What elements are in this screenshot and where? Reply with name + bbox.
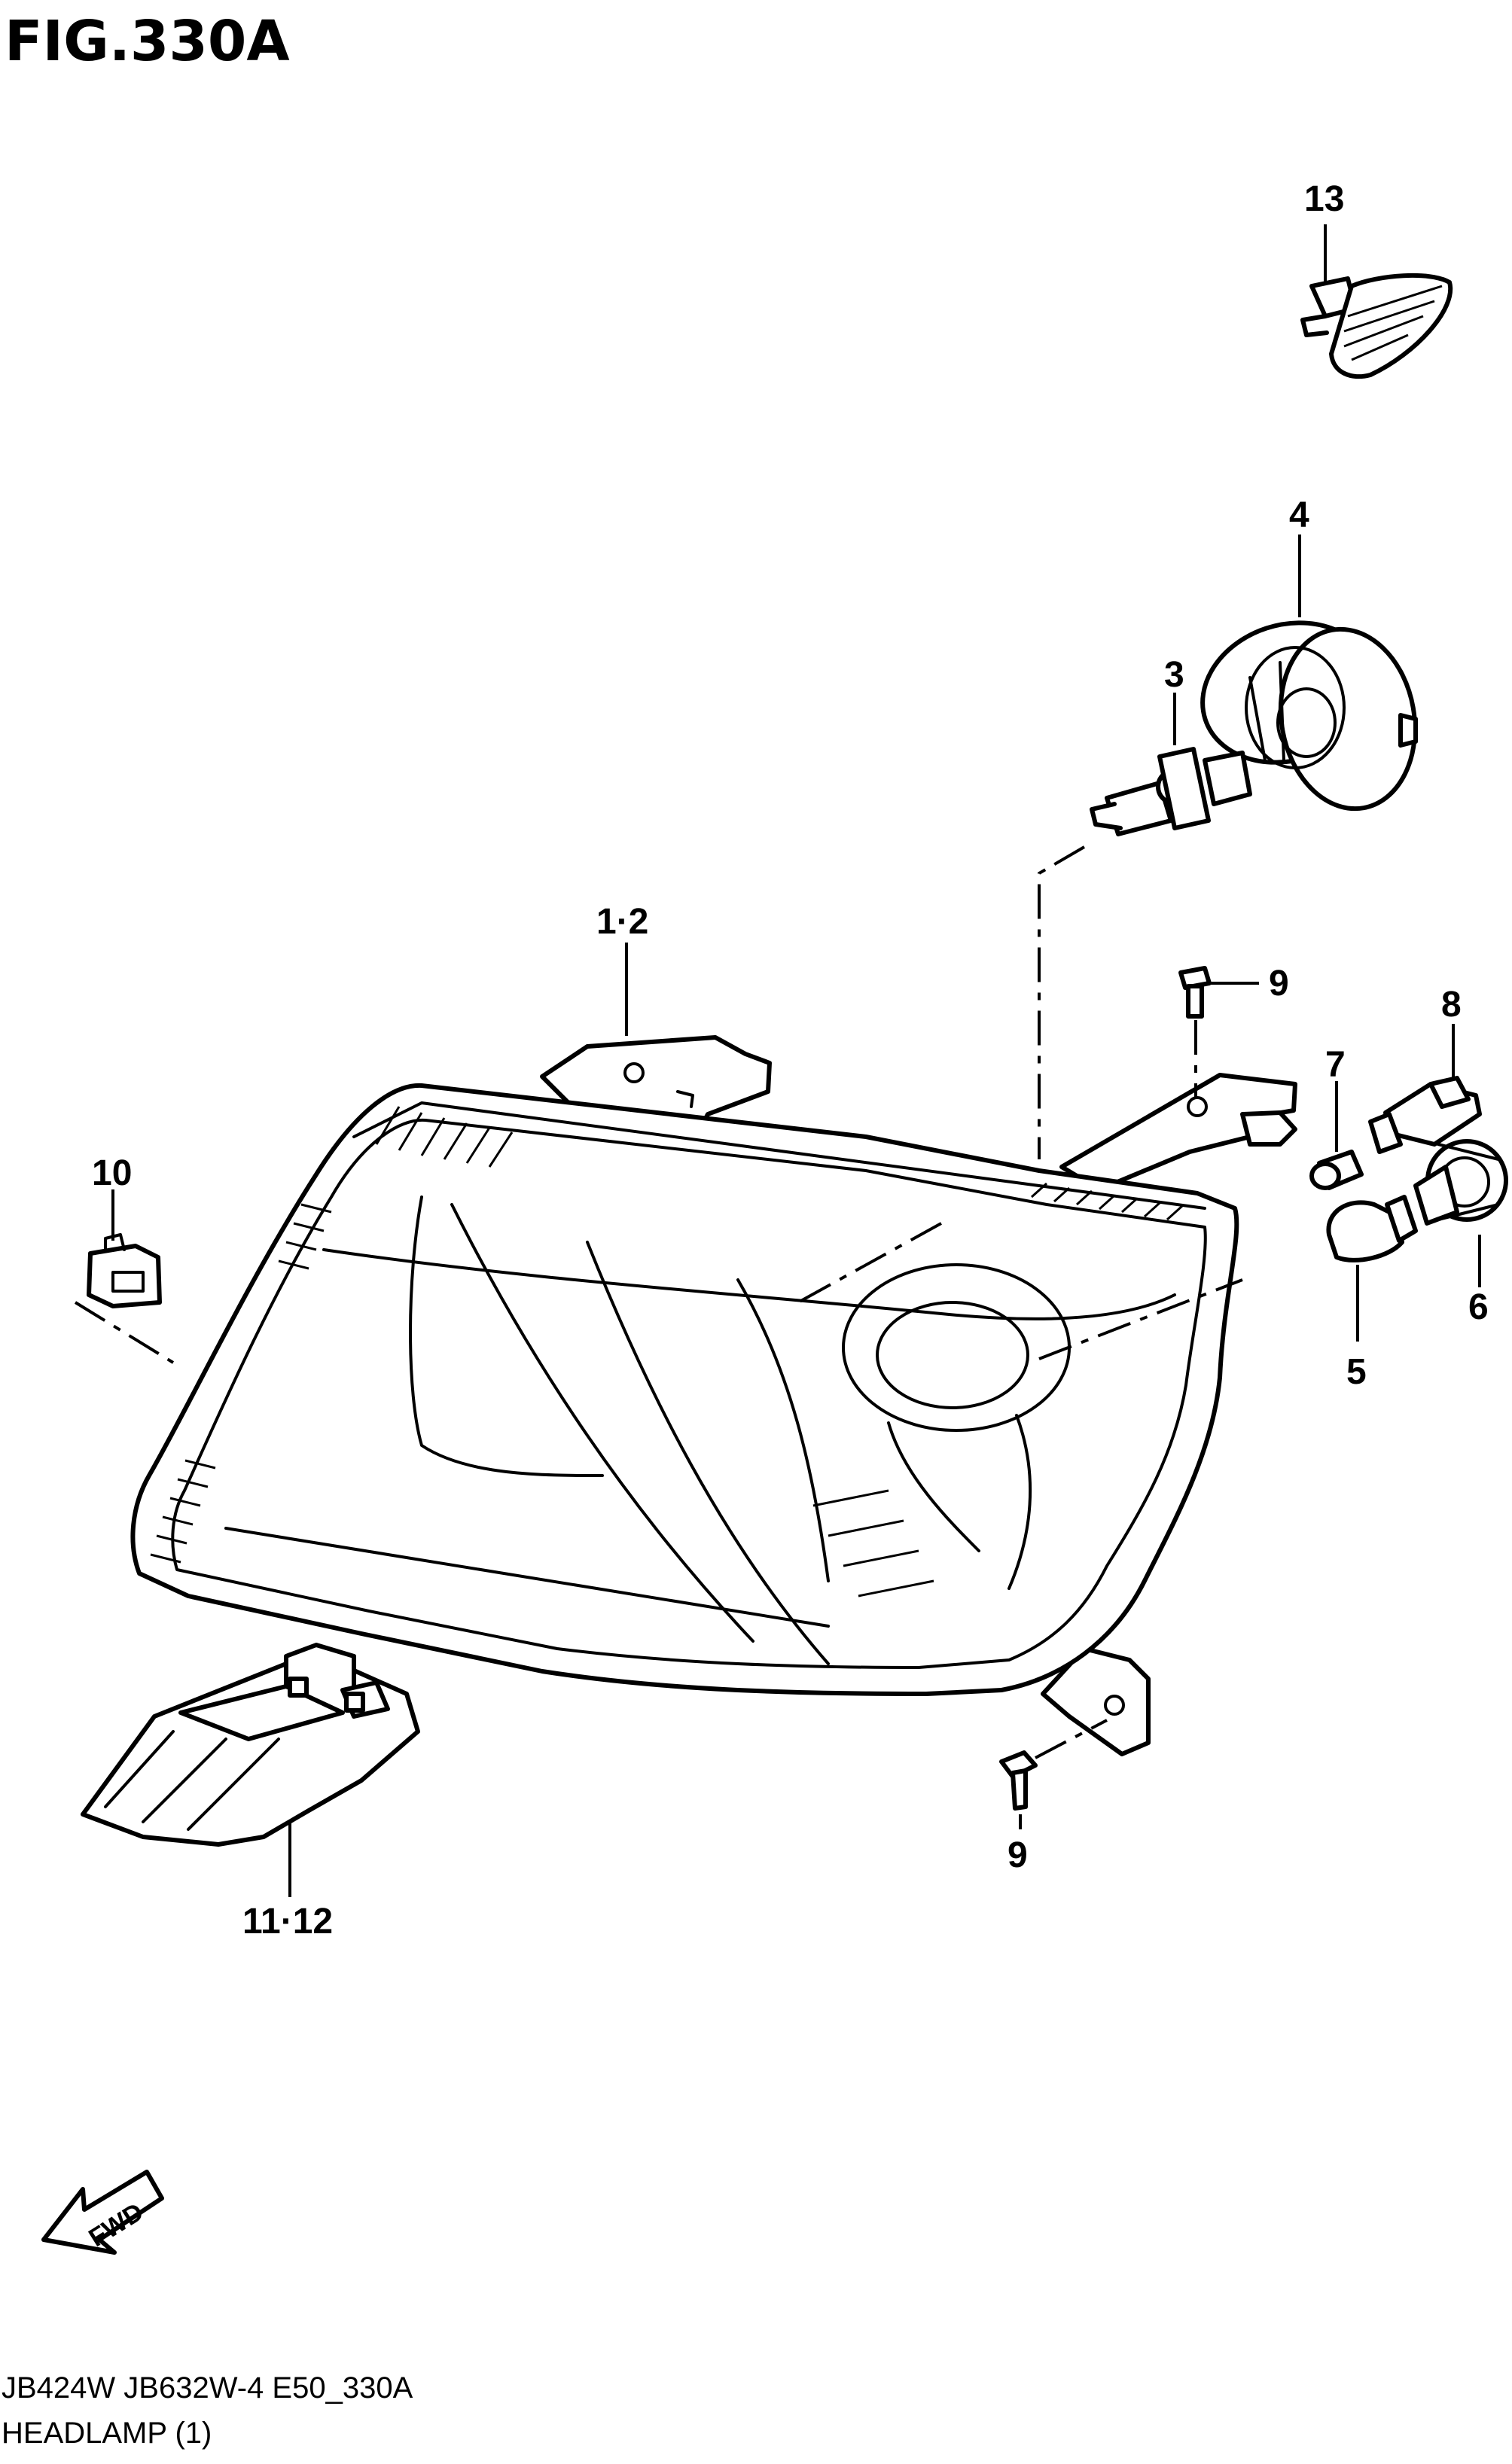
- socket-part-6: [1413, 1139, 1508, 1287]
- callout-9-top: 9: [1269, 964, 1289, 1004]
- callout-5: 5: [1346, 1352, 1367, 1392]
- figure-caption: HEADLAMP (1): [2, 2417, 212, 2450]
- headlamp-assembly-part-1-2: [130, 943, 1297, 1756]
- socket-part-8: [1368, 1024, 1482, 1154]
- bulb-part-5: [1326, 1195, 1418, 1342]
- callout-11-12: 11·12: [242, 1902, 333, 1942]
- wedge-bulb-part-7: [1309, 1081, 1364, 1190]
- headlamp-bulb-part-3: [1090, 693, 1252, 836]
- side-marker-lamp-part-13: [1300, 224, 1453, 379]
- figure-title: FIG.330A: [5, 9, 290, 74]
- callout-10: 10: [92, 1153, 132, 1193]
- fwd-direction-arrow: FWD: [41, 2170, 164, 2255]
- screw-part-9-bottom: [999, 1719, 1108, 1829]
- callout-13: 13: [1304, 179, 1344, 219]
- lower-cover-part-11-12: [81, 1643, 420, 1897]
- socket-cover-part-4: [1200, 535, 1418, 812]
- model-code: JB424W JB632W-4 E50_330A: [2, 2371, 413, 2405]
- callout-7: 7: [1325, 1045, 1346, 1085]
- callout-8: 8: [1441, 985, 1462, 1025]
- callout-4: 4: [1289, 495, 1309, 535]
- callout-1-2: 1·2: [596, 902, 648, 942]
- screw-part-9-top: [1178, 966, 1259, 1099]
- callout-3: 3: [1164, 655, 1184, 695]
- callout-6: 6: [1468, 1287, 1489, 1327]
- clip-part-10: [74, 1189, 175, 1364]
- callout-9-bottom: 9: [1007, 1835, 1028, 1875]
